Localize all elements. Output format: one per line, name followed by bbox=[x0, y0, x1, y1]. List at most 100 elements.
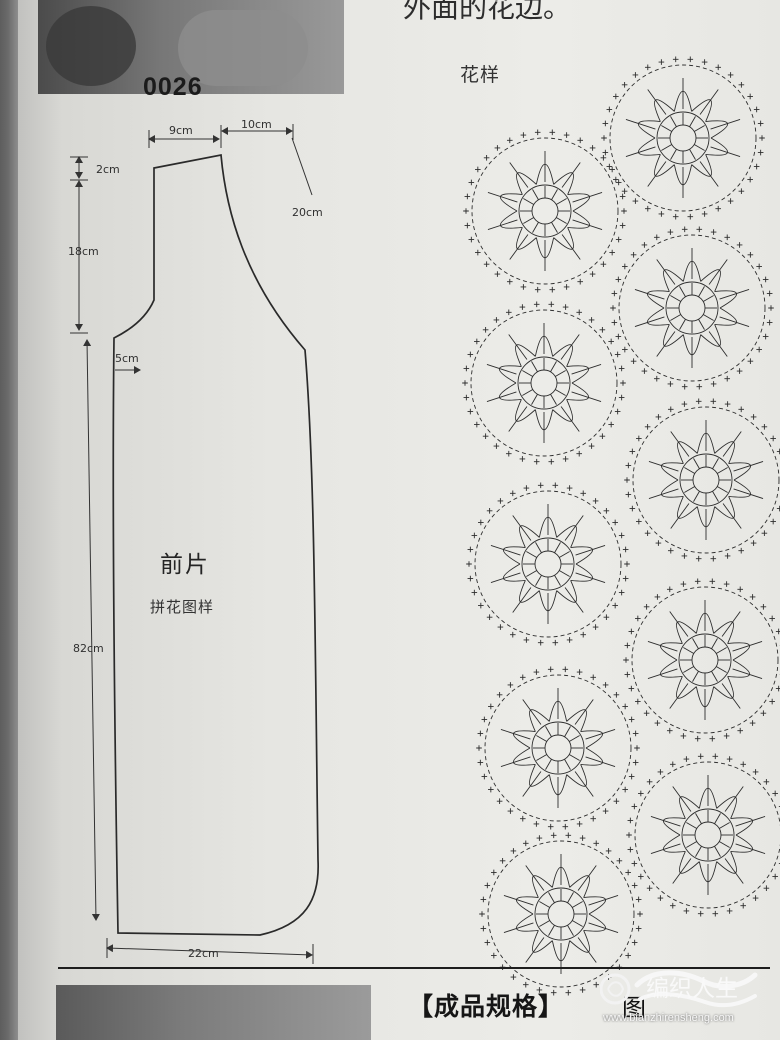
single-crochet-mark bbox=[588, 443, 595, 449]
center-spoke bbox=[545, 759, 552, 770]
single-crochet-mark bbox=[644, 205, 651, 212]
center-spoke bbox=[684, 486, 695, 493]
center-ring bbox=[531, 197, 559, 225]
single-crochet-mark bbox=[464, 193, 471, 200]
double-crochet-stem bbox=[625, 119, 656, 130]
center-spoke bbox=[683, 666, 694, 673]
single-crochet-mark bbox=[726, 756, 733, 762]
double-crochet-stem bbox=[508, 334, 528, 360]
double-crochet-stem bbox=[572, 192, 603, 203]
single-crochet-mark bbox=[766, 290, 773, 297]
single-crochet-mark bbox=[636, 518, 642, 525]
single-crochet-mark bbox=[622, 346, 628, 353]
single-crochet-mark bbox=[643, 710, 650, 717]
single-crochet-mark bbox=[681, 553, 688, 559]
single-crochet-mark bbox=[622, 575, 629, 582]
single-crochet-mark bbox=[710, 381, 717, 387]
single-crochet-mark bbox=[750, 414, 757, 420]
single-crochet-mark bbox=[565, 832, 572, 839]
armhole-curve-label: 20cm bbox=[292, 206, 323, 219]
single-crochet-mark bbox=[497, 498, 504, 504]
center-spoke bbox=[711, 638, 718, 649]
single-crochet-mark bbox=[634, 745, 640, 751]
single-crochet-mark bbox=[769, 615, 775, 622]
single-crochet-mark bbox=[619, 193, 626, 200]
center-ring bbox=[691, 646, 719, 674]
single-crochet-mark bbox=[635, 896, 642, 903]
front-piece-shape bbox=[112, 153, 319, 936]
double-crochet-stem bbox=[724, 858, 744, 884]
double-crochet-stem bbox=[672, 786, 692, 812]
single-crochet-mark bbox=[562, 304, 569, 310]
center-spoke bbox=[559, 570, 570, 577]
single-crochet-mark bbox=[667, 381, 674, 387]
double-crochet-stem bbox=[732, 641, 763, 652]
single-crochet-mark bbox=[491, 952, 497, 959]
single-crochet-mark bbox=[606, 106, 613, 113]
outer-chain-ring bbox=[634, 761, 780, 909]
center-spoke bbox=[683, 647, 694, 654]
center-spoke bbox=[545, 726, 552, 737]
inner-stitch-ring bbox=[681, 808, 735, 862]
double-crochet-stem bbox=[560, 334, 580, 360]
single-crochet-mark bbox=[630, 251, 637, 258]
single-crochet-mark bbox=[609, 249, 615, 256]
single-crochet-mark bbox=[646, 778, 653, 785]
front-piece-title: 前片 bbox=[160, 551, 210, 577]
single-crochet-mark bbox=[615, 236, 622, 243]
double-crochet-stem bbox=[512, 587, 532, 613]
single-crochet-mark bbox=[753, 163, 760, 170]
single-crochet-mark bbox=[471, 532, 478, 539]
single-crochet-mark bbox=[641, 242, 648, 248]
single-crochet-mark bbox=[681, 226, 688, 233]
single-crochet-mark bbox=[657, 769, 664, 775]
hem-width-label: 22cm bbox=[188, 947, 219, 960]
single-crochet-mark bbox=[599, 433, 606, 440]
double-crochet-stem bbox=[574, 699, 594, 725]
outer-chain-ring bbox=[484, 674, 632, 822]
double-crochet-stem bbox=[560, 406, 580, 432]
single-crochet-mark bbox=[709, 578, 716, 585]
double-crochet-stem bbox=[500, 729, 531, 740]
single-crochet-mark bbox=[523, 637, 530, 643]
center-spoke bbox=[526, 570, 537, 577]
single-crochet-mark bbox=[520, 284, 527, 290]
single-crochet-mark bbox=[590, 815, 597, 822]
single-crochet-mark bbox=[494, 271, 501, 277]
single-crochet-mark bbox=[757, 149, 764, 156]
single-crochet-mark bbox=[593, 840, 600, 847]
center-spoke bbox=[670, 116, 677, 127]
single-crochet-mark bbox=[481, 716, 488, 723]
single-crochet-mark bbox=[629, 505, 636, 512]
center-spoke bbox=[539, 920, 550, 927]
single-crochet-mark bbox=[589, 271, 596, 277]
double-crochet-stem bbox=[647, 668, 678, 679]
center-spoke bbox=[694, 144, 705, 151]
double-crochet-stem bbox=[564, 587, 584, 613]
double-crochet-stem bbox=[648, 488, 679, 499]
single-crochet-mark bbox=[523, 485, 530, 491]
center-spoke bbox=[716, 666, 727, 673]
single-crochet-mark bbox=[631, 939, 638, 946]
center-spoke bbox=[555, 370, 566, 377]
inner-stitch-ring bbox=[517, 356, 571, 410]
single-crochet-mark bbox=[549, 129, 556, 136]
single-crochet-mark bbox=[580, 631, 587, 638]
single-crochet-mark bbox=[740, 902, 747, 909]
hem-width-line bbox=[106, 944, 313, 959]
single-crochet-mark bbox=[550, 832, 557, 839]
single-crochet-mark bbox=[737, 586, 744, 593]
single-crochet-mark bbox=[519, 815, 526, 822]
center-spoke bbox=[523, 217, 534, 224]
single-crochet-mark bbox=[696, 383, 703, 390]
single-crochet-mark bbox=[715, 205, 722, 212]
single-crochet-mark bbox=[710, 398, 717, 405]
single-crochet-mark bbox=[534, 286, 541, 293]
single-crochet-mark bbox=[565, 989, 572, 996]
single-crochet-mark bbox=[467, 351, 474, 358]
center-ring bbox=[544, 734, 572, 762]
double-crochet-stem bbox=[735, 816, 766, 827]
single-crochet-mark bbox=[507, 682, 514, 688]
single-crochet-mark bbox=[612, 519, 618, 526]
crochet-motif bbox=[462, 301, 626, 465]
